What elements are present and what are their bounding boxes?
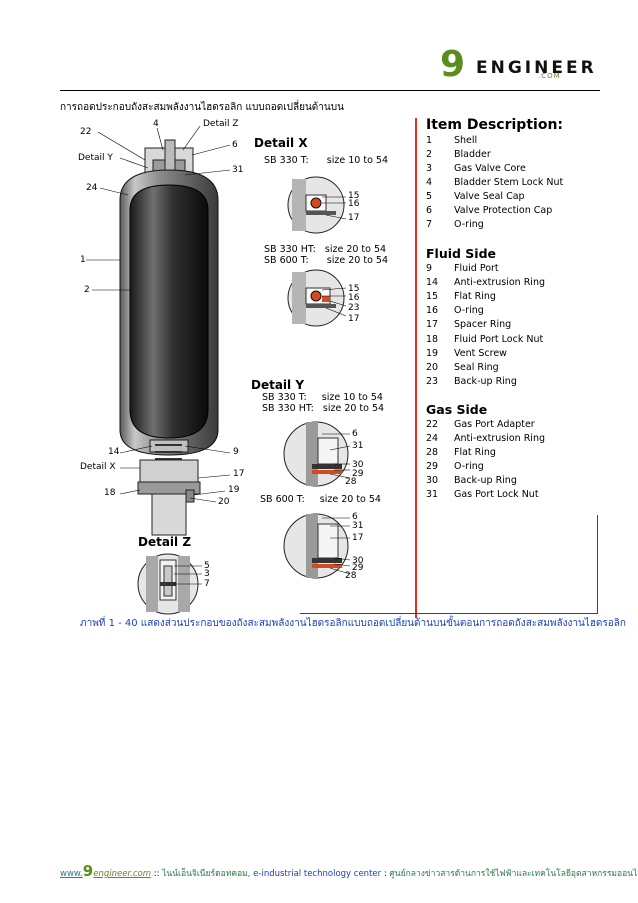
footer-link-engineer[interactable]: engineer.com [93,869,152,879]
detail-y2-label-17: 17 [352,533,364,543]
detail-z-label-5: 5 [204,561,210,571]
detail-x-figure-2 [287,269,347,327]
detail-z-figure [137,553,202,615]
item-description-title: Item Description: [426,117,564,133]
logo-text: ENGINEER [476,58,597,78]
label-2: 2 [84,285,90,295]
detail-x-figure-1 [287,176,347,234]
label-31: 31 [232,165,244,175]
site-logo: 9 ENGINEER .COM [440,44,610,88]
detail-z-label-3: 3 [204,569,210,579]
bladder [129,184,209,439]
label-detail-z: Detail Z [203,119,239,129]
footer-thai-name: ไนน์เอ็นจิเนียร์ดอทคอม, [162,869,254,879]
logo-nine: 9 [440,44,466,85]
detail-y-spec-1: SB 330 T: size 10 to 54 SB 330 HT: size … [262,392,385,414]
detail-z-label-7: 7 [204,579,210,589]
label-4: 4 [153,119,159,129]
accumulator-diagram [86,125,231,536]
footer-tagline: ศูนย์กลางข่าวสารด้านการใช้ไฟฟ้าและเทคโนโ… [389,869,638,879]
detail-y1-label-28: 28 [345,477,357,487]
label-detail-y: Detail Y [78,153,113,163]
footer-link-www[interactable]: www. [60,869,83,879]
detail-y-spec-2: SB 600 T: size 20 to 54 [260,494,381,505]
frame-right-border [597,515,598,613]
detail-x1-label-15: 15 [348,191,360,201]
label-20: 20 [218,497,230,507]
fluid-side-title: Fluid Side [426,246,497,261]
detail-x2-label-15: 15 [348,284,360,294]
frame-bottom-border [300,613,598,614]
label-6: 6 [232,140,238,150]
detail-y-figure-2 [283,513,351,579]
detail-x2-label-17: 17 [348,314,360,324]
detail-y2-label-29: 29 [352,563,364,573]
label-18: 18 [104,488,116,498]
detail-y1-label-30: 30 [352,460,364,470]
gas-side-title: Gas Side [426,402,488,417]
footer-center-name: e-industrial technology center [253,869,382,879]
detail-y1-label-31: 31 [352,441,364,451]
page-footer: www.9engineer.com :: ไนน์เอ็นจิเนียร์ดอท… [60,862,638,880]
vertical-divider [415,118,417,618]
detail-y2-label-28: 28 [345,571,357,581]
figure-caption: ภาพที่ 1 - 40 แสดงส่วนประกอบของถังสะสมพล… [80,618,626,629]
detail-y-title: Detail Y [251,378,305,392]
detail-y2-label-31: 31 [352,521,364,531]
detail-y2-label-30: 30 [352,556,364,566]
logo-dotcom: .COM [538,72,561,80]
detail-x-spec-2: SB 330 HT: size 20 to 54 SB 600 T: size … [264,244,388,266]
fluid-port-body [151,489,187,536]
detail-y-figure-1 [283,421,351,487]
detail-x2-label-16: 16 [348,293,360,303]
page-heading: การถอดประกอบถังสะสมพลังงานไฮดรอลิก แบบถอ… [60,102,344,113]
label-9: 9 [233,447,239,457]
detail-z-title: Detail Z [138,535,192,549]
detail-x2-label-23: 23 [348,303,360,313]
label-24: 24 [86,183,98,193]
header-divider [60,90,600,91]
label-17: 17 [233,469,245,479]
detail-y1-label-29: 29 [352,469,364,479]
detail-y2-label-6: 6 [352,512,358,522]
fluid-port-lock-nut [137,481,201,495]
label-detail-x: Detail X [80,462,116,472]
detail-x1-label-16: 16 [348,199,360,209]
poppet-spring [155,444,182,467]
label-1: 1 [80,255,86,265]
detail-x-spec-1: SB 330 T: size 10 to 54 [264,155,388,166]
footer-logo-nine[interactable]: 9 [82,862,94,880]
detail-x1-label-17: 17 [348,213,360,223]
vent-screw [185,489,195,503]
label-22: 22 [80,127,92,137]
label-14: 14 [108,447,120,457]
detail-y1-label-6: 6 [352,429,358,439]
label-19: 19 [228,485,240,495]
detail-x-title: Detail X [254,136,308,150]
